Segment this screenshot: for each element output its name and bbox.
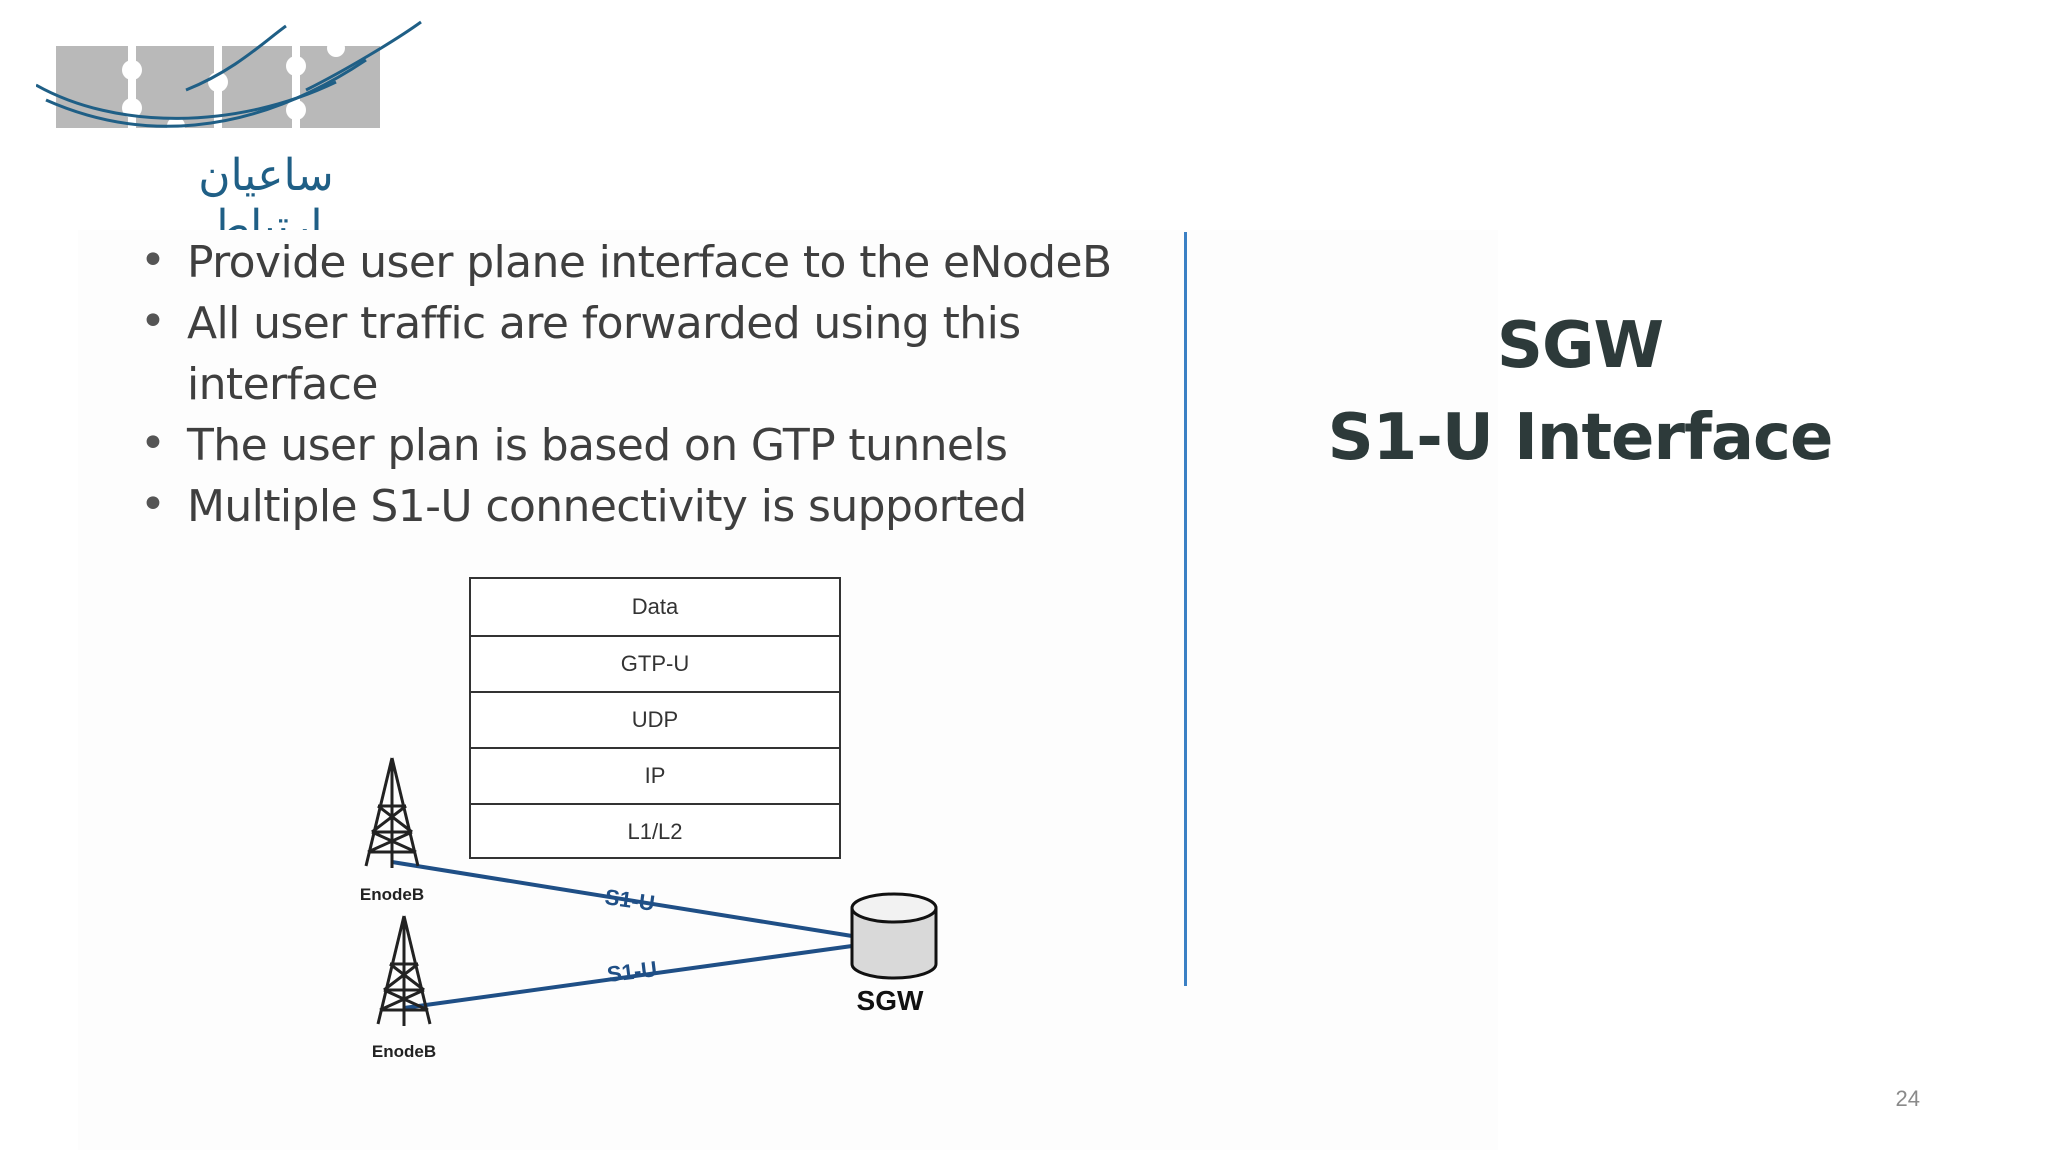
bullet-item: •All user traffic are forwarded using th… — [140, 293, 1167, 415]
sgw-label: SGW — [857, 985, 924, 1016]
stack-layer-ip: IP — [645, 763, 666, 788]
bullet-dot: • — [140, 235, 166, 286]
stack-layer-l1l2: L1/L2 — [627, 819, 682, 844]
bullet-dot: • — [140, 479, 166, 530]
bullet-item: •The user plan is based on GTP tunnels — [140, 415, 1140, 476]
s1u-link-top — [391, 860, 853, 938]
stack-layer-udp: UDP — [632, 707, 678, 732]
enodeb-tower-icon — [376, 915, 432, 1026]
title-line-2: S1-U Interface — [1327, 401, 1834, 475]
slide-title: SGW S1-U Interface — [1280, 300, 1880, 484]
bullet-item: •Provide user plane interface to the eNo… — [140, 232, 1140, 293]
s1u-label-top: S1-U — [603, 884, 656, 916]
stack-layer-data: Data — [632, 594, 679, 619]
bullet-dot: • — [140, 296, 166, 347]
company-logo: ساعیان ارتباط — [35, 20, 436, 252]
enodeb-label-bottom: EnodeB — [372, 1042, 436, 1061]
title-line-1: SGW — [1496, 309, 1664, 383]
s1u-label-bottom: S1-U — [606, 956, 659, 987]
logo-graphic — [35, 20, 422, 135]
enodeb-tower-icon — [364, 757, 420, 868]
stack-layer-gtpu: GTP-U — [621, 651, 689, 676]
bullet-item: •Multiple S1-U connectivity is supported — [140, 476, 1140, 537]
bullet-dot: • — [140, 418, 166, 469]
sgw-database-icon — [850, 892, 938, 980]
vertical-divider — [1184, 232, 1187, 986]
s1u-diagram: Data GTP-U UDP IP L1/L2 S1-U S1-U — [360, 577, 938, 1061]
enodeb-label-top: EnodeB — [360, 885, 424, 904]
bullet-list: •Provide user plane interface to the eNo… — [140, 232, 1140, 537]
page-number: 24 — [1895, 1086, 1920, 1111]
s1u-link-bottom — [403, 944, 853, 1010]
protocol-stack: Data GTP-U UDP IP L1/L2 — [469, 577, 841, 859]
